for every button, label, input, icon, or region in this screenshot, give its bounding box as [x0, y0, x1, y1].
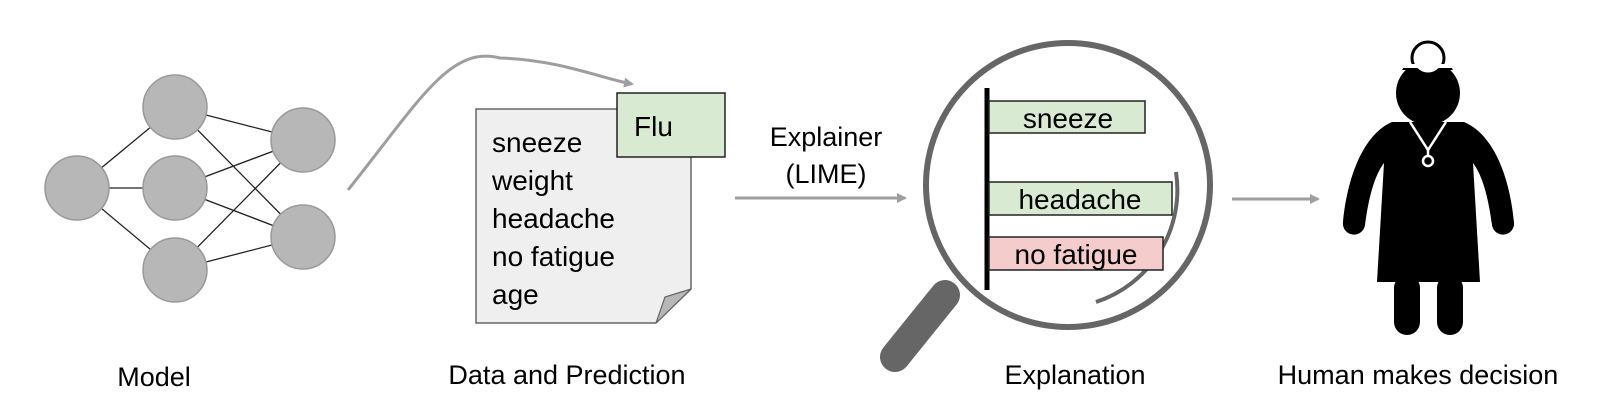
curved-arrow-icon — [346, 54, 634, 191]
nn-node — [44, 155, 110, 221]
bar-label: no fatigue — [1015, 239, 1138, 270]
nn-node — [142, 237, 208, 303]
nn-node — [142, 155, 208, 221]
feature-item: weight — [491, 165, 573, 196]
feature-item: sneeze — [492, 127, 582, 158]
neural-network-icon — [44, 74, 336, 303]
model-label: Model — [117, 362, 191, 392]
feature-item: age — [492, 279, 539, 310]
explainer-label: Explainer — [770, 122, 883, 152]
bar-label: sneeze — [1023, 103, 1113, 134]
feature-item: headache — [492, 203, 615, 234]
bar-no-fatigue — [988, 236, 1164, 271]
human-decision-label: Human makes decision — [1278, 360, 1559, 390]
bar-headache — [988, 181, 1173, 216]
data-prediction-label: Data and Prediction — [448, 360, 685, 390]
feature-item: no fatigue — [492, 241, 615, 272]
nn-node — [270, 204, 336, 270]
explainer-sublabel: (LIME) — [786, 159, 867, 189]
explanation-label: Explanation — [1004, 360, 1145, 390]
explanation-chart: sneeze headache no fatigue — [984, 88, 1173, 290]
prediction-box: Flu — [616, 92, 726, 158]
bar-sneeze — [988, 100, 1146, 134]
doctor-icon — [1342, 40, 1515, 335]
nn-node — [270, 107, 336, 173]
nn-node — [142, 74, 208, 140]
bar-label: headache — [1018, 184, 1141, 215]
prediction-label: Flu — [634, 111, 673, 142]
data-document: sneeze weight headache no fatigue age — [475, 108, 692, 324]
